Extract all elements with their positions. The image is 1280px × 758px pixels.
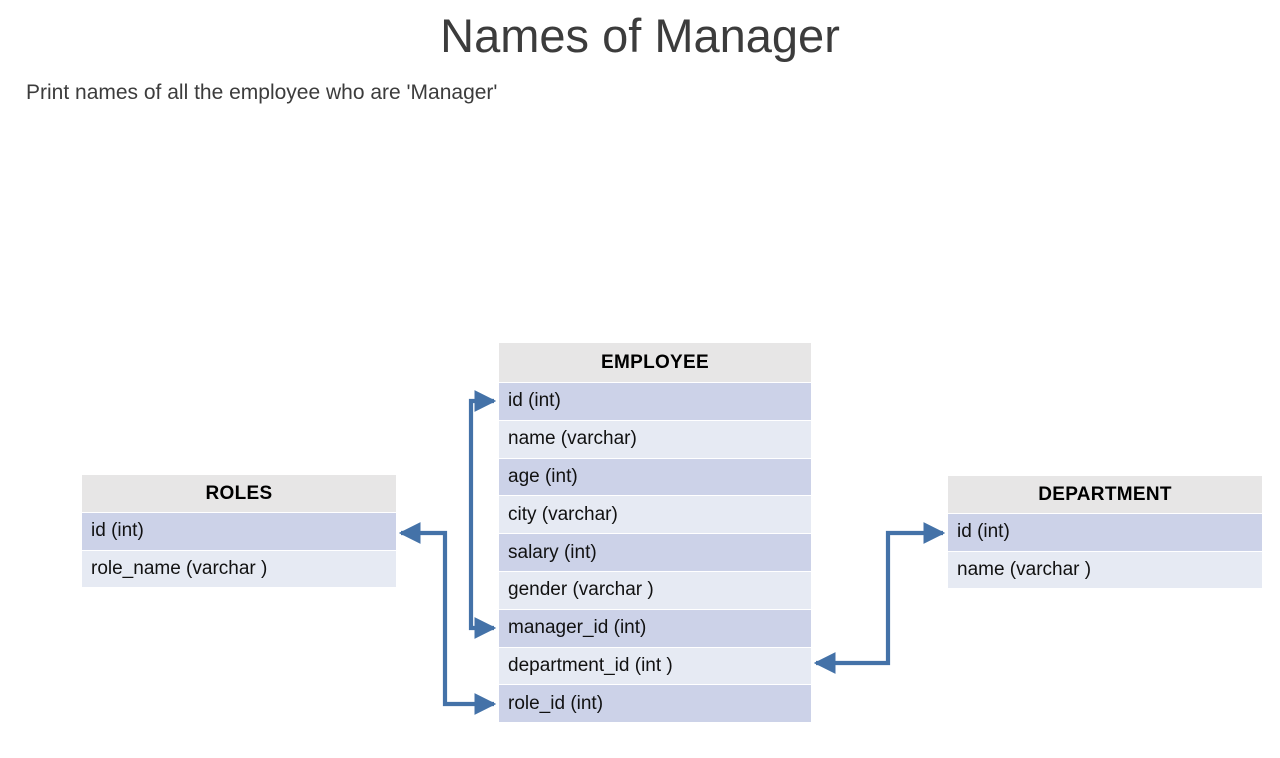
er-column-employee-salary: salary (int)	[499, 534, 811, 572]
page-subtitle: Print names of all the employee who are …	[26, 81, 498, 104]
er-table-department: DEPARTMENT id (int) name (varchar )	[948, 476, 1262, 589]
page-title: Names of Manager	[440, 9, 840, 62]
connector-self-manager	[468, 390, 497, 639]
er-column-employee-name: name (varchar)	[499, 420, 811, 459]
er-column-employee-city: city (varchar)	[499, 496, 811, 535]
er-column-employee-department-id: department_id (int )	[499, 647, 811, 686]
er-column-employee-manager-id: manager_id (int)	[499, 609, 811, 648]
er-table-employee: EMPLOYEE id (int) name (varchar) age (in…	[499, 343, 811, 724]
er-column-employee-role-id: role_id (int)	[499, 685, 811, 724]
er-table-title-roles: ROLES	[82, 475, 396, 513]
er-column-employee-id: id (int)	[499, 383, 811, 421]
er-column-employee-age: age (int)	[499, 458, 811, 497]
connector-role-fk	[398, 522, 497, 715]
er-column-department-id: id (int)	[948, 514, 1262, 552]
er-column-roles-role-name: role_name (varchar )	[82, 550, 396, 588]
er-column-department-name: name (varchar )	[948, 551, 1262, 589]
er-table-roles: ROLES id (int) role_name (varchar )	[82, 475, 396, 588]
er-column-roles-id: id (int)	[82, 513, 396, 551]
er-table-title-employee: EMPLOYEE	[499, 343, 811, 383]
er-column-employee-gender: gender (varchar )	[499, 571, 811, 610]
connector-department-fk	[813, 522, 946, 674]
er-table-title-department: DEPARTMENT	[948, 476, 1262, 514]
